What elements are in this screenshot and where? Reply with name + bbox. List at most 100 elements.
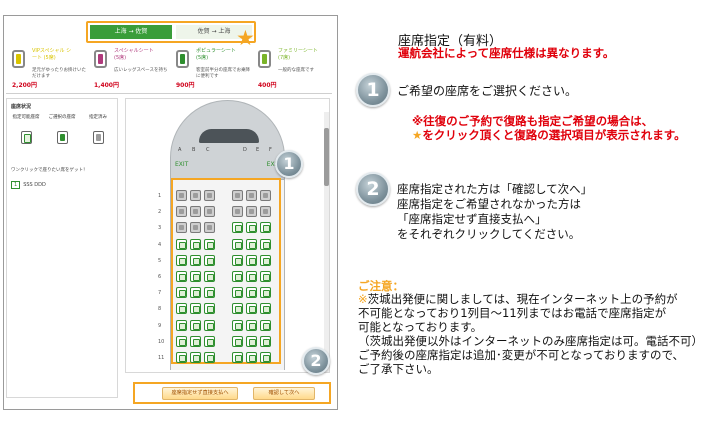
available-seat[interactable] bbox=[176, 271, 187, 282]
available-seat[interactable] bbox=[176, 352, 187, 363]
taken-seat bbox=[190, 190, 201, 201]
available-seat[interactable] bbox=[190, 254, 201, 266]
available-seat[interactable] bbox=[204, 271, 215, 282]
step-2-text: 座席指定された方は「確認して次へ」 座席指定をご希望されなかった方は 「座席指定… bbox=[397, 182, 592, 242]
step-2-line: 座席指定された方は「確認して次へ」 bbox=[397, 182, 593, 196]
seat-type-price: 400円 bbox=[258, 82, 277, 89]
page-subtitle: 運航会社によって座席仕様は異なります。 bbox=[398, 46, 615, 60]
available-seat[interactable] bbox=[176, 319, 187, 331]
exit-label: EXIT bbox=[175, 161, 189, 168]
step-1-text: ご希望の座席をご選択ください。 bbox=[397, 84, 578, 98]
available-seat[interactable] bbox=[246, 254, 257, 266]
taken-seat bbox=[176, 190, 187, 201]
passenger-number: 1 bbox=[11, 181, 21, 189]
caution-line: ご了承下さい。 bbox=[358, 362, 439, 376]
skip-seat-selection-button[interactable]: 座席指定せず直接支払へ bbox=[162, 387, 238, 400]
available-seat[interactable] bbox=[232, 335, 243, 347]
available-seat[interactable] bbox=[260, 271, 271, 282]
row-number: 5 bbox=[158, 257, 162, 264]
available-seat[interactable] bbox=[246, 335, 257, 347]
seat-legend: 指定可能座席 ご選択の座席 指定済み bbox=[9, 115, 117, 160]
available-seat[interactable] bbox=[246, 352, 257, 363]
available-seat[interactable] bbox=[232, 352, 243, 363]
seat-type-vip: VIPスペシャル シート (5席) 足元がゆったりお掛けいただけます 2,200… bbox=[10, 46, 90, 92]
return-note: ※往復のご予約で復路も指定ご希望の場合は、 ★をクリック頂くと復路の選択項目が表… bbox=[412, 114, 717, 142]
available-seat[interactable] bbox=[176, 254, 187, 266]
row-number: 10 bbox=[158, 338, 165, 345]
available-seat[interactable] bbox=[190, 303, 201, 315]
available-seat[interactable] bbox=[260, 319, 271, 331]
available-seat[interactable] bbox=[176, 287, 187, 299]
available-seat[interactable] bbox=[260, 287, 271, 299]
caution-line: 不可能となっており1列目～11列まではお電話で座席指定が bbox=[358, 306, 667, 320]
seat-type-name: ファミリーシート (7席) bbox=[278, 48, 318, 61]
caution-title: ご注意： bbox=[358, 279, 404, 293]
status-title: 座席状況 bbox=[11, 104, 32, 110]
seat-type-price: 2,200円 bbox=[12, 82, 37, 89]
available-seat[interactable] bbox=[190, 319, 201, 331]
available-seat[interactable] bbox=[176, 303, 187, 315]
available-seat[interactable] bbox=[190, 335, 201, 347]
available-seat[interactable] bbox=[232, 303, 243, 315]
available-seat[interactable] bbox=[204, 254, 215, 266]
available-seat[interactable] bbox=[260, 303, 271, 315]
available-seat[interactable] bbox=[204, 238, 215, 250]
taken-seat bbox=[232, 206, 243, 218]
seat-type-name: VIPスペシャル シート (5席) bbox=[32, 48, 72, 61]
seat-grid-highlight bbox=[171, 178, 281, 364]
taken-seat-icon bbox=[92, 131, 104, 144]
available-seat[interactable] bbox=[246, 222, 257, 234]
route-tabs: 上海 → 佐賀 佐賀 → 上海 bbox=[86, 21, 256, 43]
scroll-thumb[interactable] bbox=[324, 128, 329, 186]
seat-type-desc: 客室前半分の座席でお乗降に便利です bbox=[196, 68, 250, 79]
available-seat[interactable] bbox=[176, 335, 187, 347]
available-seat[interactable] bbox=[176, 238, 187, 250]
chosen-seat-icon bbox=[56, 131, 68, 144]
tab-return[interactable]: 佐賀 → 上海 bbox=[176, 25, 252, 39]
seat-type-price: 900円 bbox=[176, 82, 195, 89]
legend-taken: 指定済み bbox=[81, 115, 115, 148]
seat-type-desc: 広いレッグスペースを持ち bbox=[114, 68, 168, 73]
seat-type-popular: ポピュラーシート (5席) 客室前半分の座席でお乗降に便利です 900円 bbox=[174, 46, 254, 92]
available-seat[interactable] bbox=[190, 238, 201, 250]
available-seat[interactable] bbox=[204, 303, 215, 315]
available-seat[interactable] bbox=[260, 335, 271, 347]
available-seat[interactable] bbox=[232, 319, 243, 331]
seat-map-scrollbar[interactable] bbox=[324, 112, 329, 372]
available-seat[interactable] bbox=[204, 352, 215, 363]
available-seat[interactable] bbox=[232, 254, 243, 266]
available-seat[interactable] bbox=[246, 271, 257, 282]
available-seat[interactable] bbox=[246, 238, 257, 250]
confirm-next-button[interactable]: 確認して次へ bbox=[253, 387, 315, 400]
step-2-line: 「座席指定せず直接支払へ」 bbox=[397, 212, 547, 226]
available-seat[interactable] bbox=[232, 238, 243, 250]
caution-mark: ※ bbox=[358, 292, 368, 306]
taken-seat bbox=[260, 190, 271, 201]
row-number: 6 bbox=[158, 274, 162, 280]
row-number: 9 bbox=[158, 322, 162, 329]
available-seat[interactable] bbox=[204, 319, 215, 331]
legend-label: 指定可能座席 bbox=[12, 115, 40, 120]
available-seat[interactable] bbox=[204, 287, 215, 299]
available-seat[interactable] bbox=[260, 352, 271, 363]
available-seat[interactable] bbox=[260, 238, 271, 250]
available-seat[interactable] bbox=[246, 287, 257, 299]
vip-seat-icon bbox=[12, 50, 25, 68]
available-seat[interactable] bbox=[246, 319, 257, 331]
available-seat[interactable] bbox=[260, 254, 271, 266]
seat-status-panel: 座席状況 指定可能座席 ご選択の座席 指定済み ワンクリックで座りたい席をゲット… bbox=[6, 98, 118, 398]
available-seat[interactable] bbox=[232, 271, 243, 282]
available-seat[interactable] bbox=[204, 335, 215, 347]
tab-outbound[interactable]: 上海 → 佐賀 bbox=[90, 25, 172, 39]
available-seat[interactable] bbox=[232, 287, 243, 299]
available-seat[interactable] bbox=[190, 271, 201, 282]
return-star-icon[interactable]: ★ bbox=[236, 26, 255, 50]
available-seat[interactable] bbox=[246, 303, 257, 315]
available-seat[interactable] bbox=[260, 222, 271, 234]
available-seat[interactable] bbox=[190, 287, 201, 299]
available-seat[interactable] bbox=[232, 222, 243, 234]
available-seat[interactable] bbox=[190, 352, 201, 363]
column-letter: B bbox=[192, 147, 196, 153]
caution-body: ※茨城出発便に関しましては、現在インターネット上の予約が 不可能となっており1列… bbox=[358, 292, 720, 376]
